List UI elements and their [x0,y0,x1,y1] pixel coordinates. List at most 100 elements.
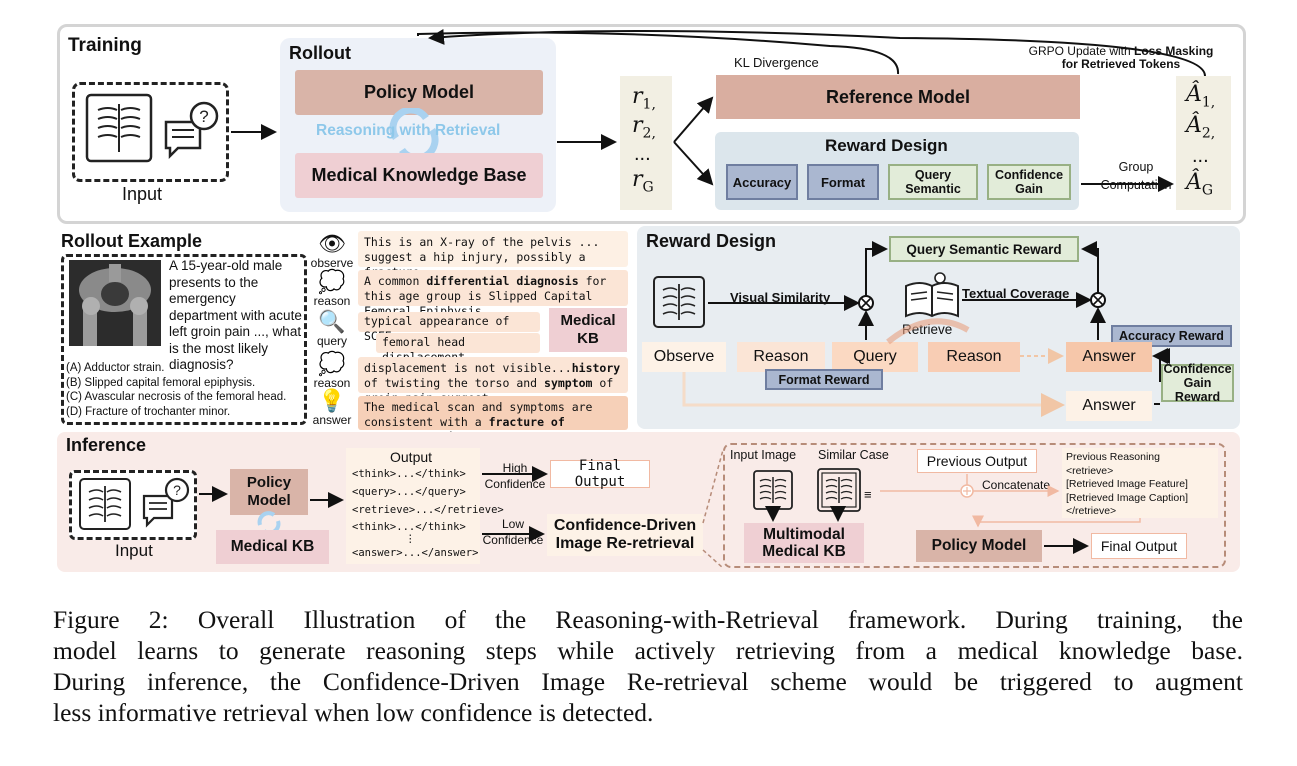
thought-cloud-icon: 💭 [318,351,346,376]
prev-reasoning-line: [Retrieved Image Caption] [1066,491,1188,504]
output-line-answer: <answer>...</answer> [352,547,479,559]
final-output-box-2: Final Output [1091,533,1187,559]
reward-rg: rG [632,167,654,196]
output-line-query: <query>...</query> [352,486,466,498]
step-query: 🔍query [309,309,355,349]
flow-query: Query [832,342,918,372]
step-observe: 👁observe [310,231,354,271]
reward-accuracy-box: Accuracy [726,164,798,200]
query-semantic-reward-box: Query Semantic Reward [889,236,1079,262]
reasoning-with-retrieval-label: Reasoning with Retrieval [316,122,501,139]
advantage-a2: Â2, [1186,113,1216,142]
inference-input-label: Input [115,541,153,560]
textual-coverage-label: Textual Coverage [962,286,1070,301]
flow-observe: Observe [642,342,726,372]
output-line-think-2: <think>...</think> [352,521,466,533]
output-line-retrieve: <retrieve>...</retrieve> [352,504,504,516]
option-d: (D) Fracture of trochanter minor. [66,405,231,418]
question-chat-icon-inference: ? [142,477,190,528]
option-c: (C) Avascular necrosis of the femoral he… [66,391,287,403]
output-line-vdots: ⋮ [405,533,416,545]
lightbulb-icon: 💡 [318,388,346,413]
step-reason-2: 💭reason [309,351,355,391]
reward-design-training-title: Reward Design [825,136,948,155]
observe-bubble: This is an X-ray of the pelvis ... sugge… [358,231,628,279]
magnifier-icon: 🔍 [318,309,346,334]
step-answer: 💡answer [309,388,355,428]
rewards-column [620,76,672,210]
caption-line: model learns to generate reasoning steps… [53,636,1243,665]
medical-kb-box: Medical Knowledge Base [295,153,543,198]
prev-reasoning-line: Previous Reasoning [1066,451,1160,463]
advantage-dots: ... [1192,145,1209,167]
question-chat-icon: ? [164,101,219,160]
previous-output-box: Previous Output [917,449,1037,473]
step-reason-1: 💭reason [309,269,355,309]
kl-divergence-label: KL Divergence [734,55,819,70]
xray-icon [85,93,153,163]
flow-reason-2: Reason [928,342,1020,372]
rollout-example-question-box [61,254,307,425]
inference-title: Inference [66,435,147,455]
option-a: (A) Adductor strain. [66,362,165,374]
reference-model-box: Reference Model [716,75,1080,119]
caption-line: Figure 2: Overall Illustration of the Re… [53,605,1243,634]
input-image-label: Input Image [730,448,797,462]
xray-icon-small [653,276,705,328]
caption-line: less informative retrieval when low conf… [53,698,654,727]
reward-dots: ... [634,143,651,165]
reward-r2: r2, [632,113,656,142]
similar-case-label: Similar Case [818,448,889,462]
thought-cloud-icon: 💭 [318,269,346,294]
pelvis-xray-image [69,260,161,346]
flow-answer-2: Answer [1066,391,1152,421]
xray-icon-inference [79,478,131,530]
reason-2-bubble: displacement is not visible...history of… [358,357,628,405]
figure-caption: Figure 2: Overall Illustration of the Re… [53,604,1243,728]
book-icon [905,272,959,318]
training-input-box [72,82,229,182]
output-line-think-1: <think>...</think> [352,468,466,480]
output-title: Output [390,449,433,465]
training-arrows [231,28,1206,192]
previous-reasoning-box: Previous Reasoning <retrieve> [Retrieved… [1062,448,1218,518]
advantages-column [1176,76,1231,210]
caption-lines-icon: ≡ [864,487,872,502]
prev-reasoning-line: </retrieve> [1066,505,1117,517]
rollout-options: (A) Adductor strain. (B) Slipped capital… [66,361,286,419]
visual-similarity-label: Visual Similarity [730,290,831,305]
training-title: Training [68,35,142,56]
flow-reason-1: Reason [737,342,825,372]
re-retrieval-detail-box [723,443,1226,568]
reward-query-semantic-box: Query Semantic [888,164,978,200]
training-input-label: Input [122,184,163,204]
reward-design-title: Reward Design [646,231,777,251]
rollout-title: Rollout [289,43,351,63]
rollout-question-text: A 15-year-old male presents to the emerg… [169,258,302,372]
reward-r1: r1, [632,84,656,113]
svg-text:?: ? [173,482,181,498]
flow-answer: Answer [1066,342,1152,372]
option-b: (B) Slipped capital femoral epiphysis. [66,376,256,389]
eye-icon: 👁 [318,231,346,256]
reward-format-box: Format [807,164,879,200]
policy-model-box: Policy Model [295,70,543,115]
inference-medical-kb-box: Medical KB [216,530,329,564]
reward-confidence-gain-box: Confidence Gain [987,164,1071,200]
output-column [346,448,480,564]
advantage-a1: Â1, [1186,82,1216,111]
inference-policy-model-box-2: Policy Model [916,530,1042,562]
format-reward-box: Format Reward [765,369,883,390]
svg-text:?: ? [199,107,208,126]
caption-line: During inference, the Confidence-Driven … [53,667,1243,696]
rollout-medical-kb-box: Medical KB [549,308,627,352]
prev-reasoning-line: [Retrieved Image Feature] [1066,478,1188,490]
concatenate-label: Concatenate [982,478,1051,492]
reward-design-arrows [682,241,1170,417]
